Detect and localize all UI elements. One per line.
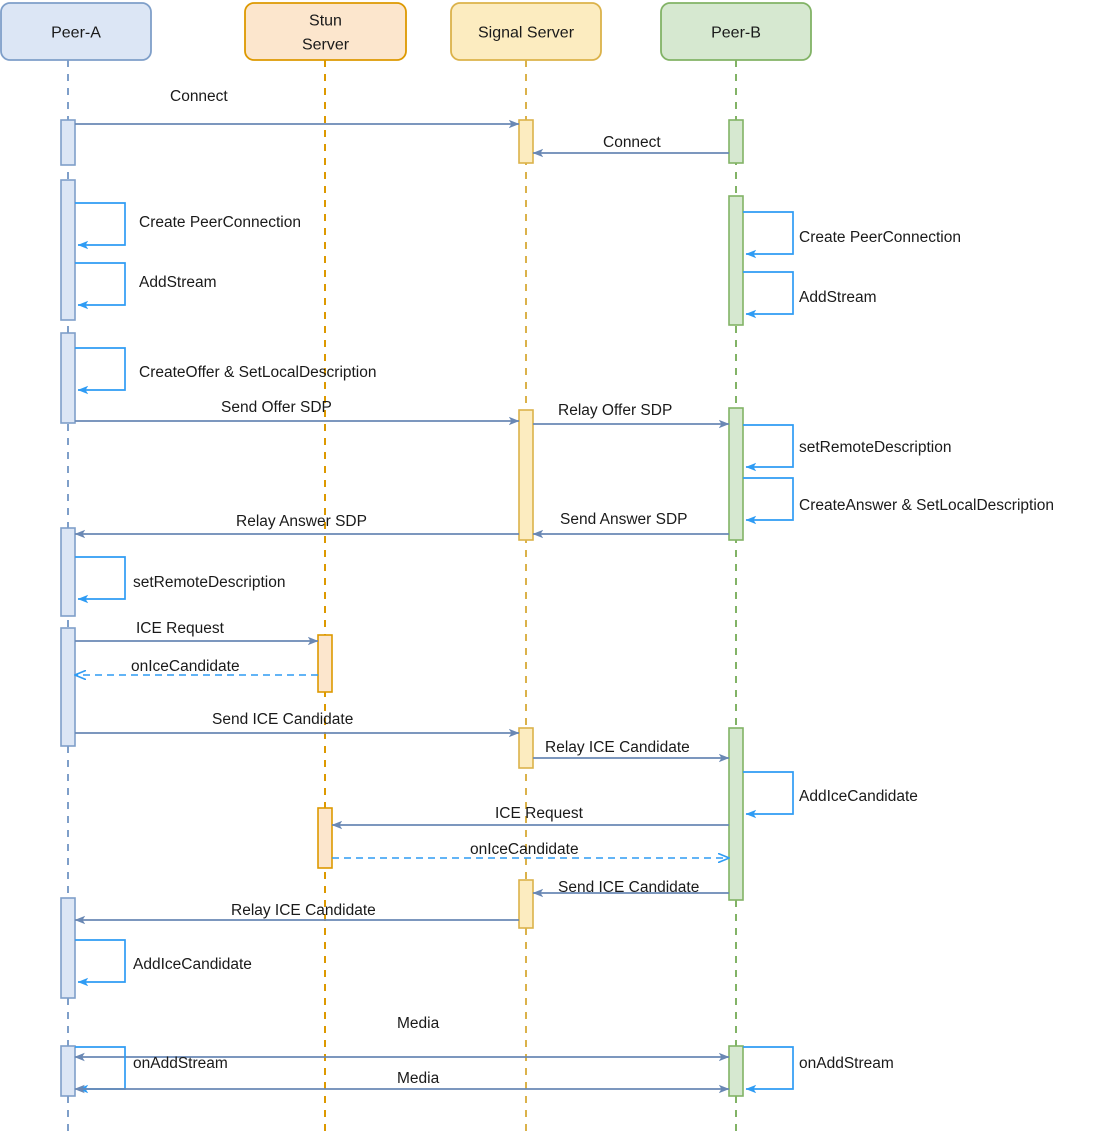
activation-bar-peerB bbox=[728, 727, 744, 901]
participant-label-stun: Server bbox=[302, 37, 350, 54]
self-message-m6 bbox=[743, 271, 794, 319]
messages-layer bbox=[75, 119, 794, 1094]
message-label-m18: Relay ICE Candidate bbox=[545, 739, 690, 756]
participant-box-peerA[interactable] bbox=[0, 2, 152, 61]
activations-layer bbox=[60, 119, 744, 1097]
message-label-m14: setRemoteDescription bbox=[133, 574, 285, 591]
participant-label-peerB: Peer-B bbox=[711, 25, 761, 42]
message-label-m13: Relay Answer SDP bbox=[236, 513, 367, 530]
self-message-m24 bbox=[75, 939, 126, 987]
participant-label-stun: Stun bbox=[309, 13, 342, 30]
activation-bar-peerA bbox=[60, 897, 76, 999]
activation-bar-peerB bbox=[728, 1045, 744, 1097]
participant-box-peerB[interactable] bbox=[660, 2, 812, 61]
self-message-m11 bbox=[743, 477, 794, 525]
message-label-m7: CreateOffer & SetLocalDescription bbox=[139, 364, 377, 381]
self-message-m19 bbox=[743, 771, 794, 819]
activation-bar-signal bbox=[518, 879, 534, 929]
participant-box-stun[interactable] bbox=[244, 2, 407, 61]
activation-bar-signal bbox=[518, 409, 534, 541]
message-label-m3: Create PeerConnection bbox=[139, 214, 301, 231]
message-label-m22: Send ICE Candidate bbox=[558, 879, 699, 896]
activation-bar-stun bbox=[317, 634, 333, 693]
message-label-m8: Send Offer SDP bbox=[221, 399, 332, 416]
participant-box-signal[interactable] bbox=[450, 2, 602, 61]
message-label-m5: AddStream bbox=[139, 274, 217, 291]
message-label-m19: AddIceCandidate bbox=[799, 788, 918, 805]
activation-bar-signal bbox=[518, 727, 534, 769]
message-label-m9: Relay Offer SDP bbox=[558, 402, 672, 419]
self-message-m27 bbox=[743, 1046, 794, 1094]
activation-bar-peerB bbox=[728, 195, 744, 326]
message-label-m24: AddIceCandidate bbox=[133, 956, 252, 973]
message-label-m23: Relay ICE Candidate bbox=[231, 902, 376, 919]
message-label-m4: Create PeerConnection bbox=[799, 229, 961, 246]
activation-bar-peerB bbox=[728, 119, 744, 164]
self-message-m7 bbox=[75, 347, 126, 395]
message-label-m28: Media bbox=[397, 1070, 440, 1087]
message-label-m20: ICE Request bbox=[495, 805, 584, 822]
message-label-m1: Connect bbox=[170, 88, 228, 105]
activation-bar-peerA bbox=[60, 1045, 76, 1097]
self-message-m10 bbox=[743, 424, 794, 472]
participant-label-peerA: Peer-A bbox=[51, 25, 101, 42]
activation-bar-peerB bbox=[728, 407, 744, 541]
activation-bar-signal bbox=[518, 119, 534, 164]
message-label-m21: onIceCandidate bbox=[470, 841, 579, 858]
message-label-m2: Connect bbox=[603, 134, 661, 151]
activation-bar-stun bbox=[317, 807, 333, 869]
message-label-m6: AddStream bbox=[799, 289, 877, 306]
message-label-m25: Media bbox=[397, 1015, 440, 1032]
self-message-m5 bbox=[75, 262, 126, 310]
message-label-m27: onAddStream bbox=[799, 1055, 894, 1072]
message-label-m26: onAddStream bbox=[133, 1055, 228, 1072]
activation-bar-peerA bbox=[60, 527, 76, 617]
self-message-m3 bbox=[75, 202, 126, 250]
activation-bar-peerA bbox=[60, 627, 76, 747]
message-label-m15: ICE Request bbox=[136, 620, 225, 637]
self-message-m26 bbox=[75, 1046, 126, 1094]
message-label-m10: setRemoteDescription bbox=[799, 439, 951, 456]
message-label-m17: Send ICE Candidate bbox=[212, 711, 353, 728]
activation-bar-peerA bbox=[60, 179, 76, 321]
message-label-m12: Send Answer SDP bbox=[560, 511, 688, 528]
message-label-m11: CreateAnswer & SetLocalDescription bbox=[799, 497, 1054, 514]
activation-bar-peerA bbox=[60, 119, 76, 166]
message-label-m16: onIceCandidate bbox=[131, 658, 240, 675]
self-message-m14 bbox=[75, 556, 126, 604]
participant-label-signal: Signal Server bbox=[478, 25, 575, 42]
self-message-m4 bbox=[743, 211, 794, 259]
activation-bar-peerA bbox=[60, 332, 76, 424]
